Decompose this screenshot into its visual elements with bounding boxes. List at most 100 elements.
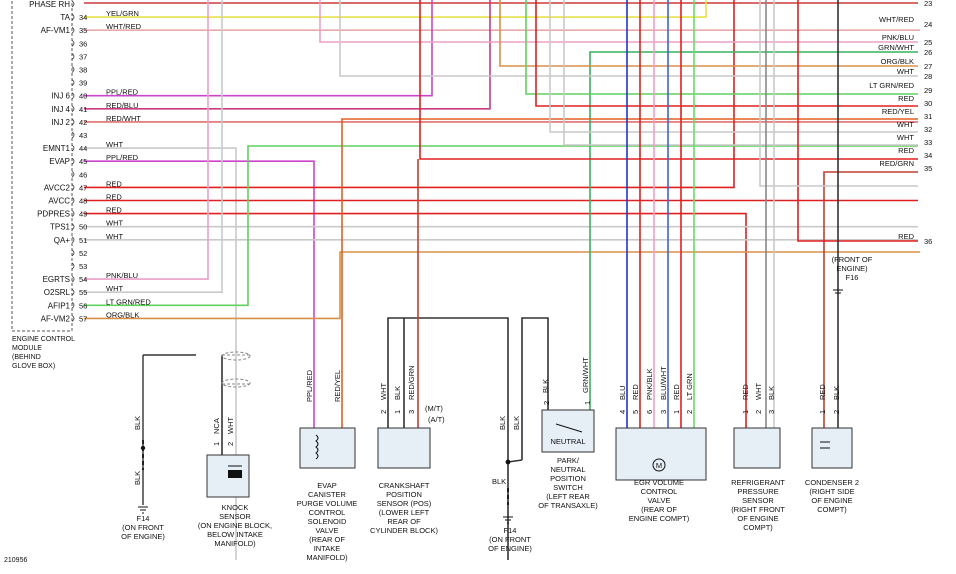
ecm-pin-name: O2SRL bbox=[44, 288, 71, 297]
evap-wire: PPL/RED bbox=[305, 369, 314, 402]
pin-terminal bbox=[71, 157, 75, 165]
crank-box bbox=[377, 427, 431, 469]
g2-wire: BLK bbox=[498, 416, 507, 430]
refrig-wire: RED bbox=[741, 384, 750, 400]
switch-icon bbox=[555, 423, 583, 433]
right-row-number: 34 bbox=[924, 151, 932, 160]
ecm-pin-name: QA+ bbox=[54, 236, 71, 245]
cond-ref: F16 bbox=[846, 273, 859, 282]
right-row-number: 27 bbox=[924, 62, 932, 71]
ecm-pin-name: AVCC bbox=[48, 197, 70, 206]
ecm-wire-label: RED bbox=[106, 179, 122, 188]
wire-row27 bbox=[499, 0, 918, 67]
g1-caption: (ON FRONT bbox=[122, 523, 164, 532]
cond-caption: CONDENSER 2 bbox=[805, 478, 859, 487]
ecm-pin-number: 35 bbox=[79, 26, 87, 35]
ecm-wire-label: WHT bbox=[106, 219, 123, 228]
right-row-wire-label: RED bbox=[898, 94, 914, 103]
pin-terminal bbox=[71, 223, 75, 231]
egr-pin: 5 bbox=[631, 410, 640, 414]
ecm-pin-number: 54 bbox=[79, 275, 87, 284]
cond-pin: 2 bbox=[832, 410, 841, 414]
cond-caption: COMPT) bbox=[817, 505, 847, 514]
right-wire-labels: 2324WHT/RED25PNK/BLU26GRN/WHT27ORG/BLK28… bbox=[869, 0, 932, 246]
wire-afip1 bbox=[84, 145, 918, 307]
park-box bbox=[541, 409, 595, 453]
g1-caption: OF ENGINE) bbox=[121, 532, 165, 541]
right-row-number: 31 bbox=[924, 112, 932, 121]
egr-wire: RED bbox=[672, 384, 681, 400]
ecm-pin-name: TA bbox=[60, 13, 70, 22]
refrig-wire: WHT bbox=[754, 383, 763, 400]
wire-avcc2 bbox=[84, 0, 735, 189]
ecm-wire-label: ORG/BLK bbox=[106, 310, 139, 319]
g1-ref: F14 bbox=[137, 514, 150, 523]
right-row-number: 35 bbox=[924, 164, 932, 173]
ecm-pin-number: 34 bbox=[79, 13, 87, 22]
ecm-title-1: ENGINE CONTROL bbox=[12, 336, 75, 343]
egr-wire: PNK/BLK bbox=[645, 368, 654, 400]
egr-pin: 6 bbox=[645, 410, 654, 414]
ecm-pin-name: EMNT1 bbox=[43, 144, 71, 153]
knock-element-icon bbox=[228, 470, 242, 478]
ecm-pin-name: AF-VM1 bbox=[41, 26, 71, 35]
refrig-caption: REFRIGERANT bbox=[731, 478, 785, 487]
wire-inj6 bbox=[84, 0, 433, 97]
ecm-pin-name: INJ 6 bbox=[51, 92, 70, 101]
ecm-pin-number: 47 bbox=[79, 183, 87, 192]
ecm-wire-label: YEL/GRN bbox=[106, 9, 139, 18]
right-row-number: 30 bbox=[924, 99, 932, 108]
ecm-pin-number: 38 bbox=[79, 66, 87, 75]
park-caption: OF TRANSAXLE) bbox=[538, 501, 598, 510]
pin-terminal bbox=[71, 197, 75, 204]
wire-crank-blk bbox=[387, 317, 509, 560]
pin-terminal bbox=[71, 262, 75, 270]
ecm-wire-label: RED/WHT bbox=[106, 114, 141, 123]
refrig-caption: PRESSURE bbox=[737, 487, 778, 496]
right-row-number: 28 bbox=[924, 72, 932, 81]
wire-pdpres bbox=[84, 212, 747, 428]
refrig-pin: 2 bbox=[754, 410, 763, 414]
right-row-wire-label: GRN/WHT bbox=[878, 43, 914, 52]
wire-row26 bbox=[589, 51, 918, 428]
ecm-wire-label: RED bbox=[106, 206, 122, 215]
refrig-box bbox=[733, 427, 781, 469]
pin-terminal bbox=[71, 79, 75, 86]
park-caption: (LEFT REAR bbox=[546, 492, 590, 501]
knock-caption: BELOW INTAKE bbox=[207, 530, 263, 539]
wire-evap bbox=[84, 160, 315, 428]
cond-ref: (FRONT OF bbox=[832, 255, 873, 264]
wire-row30 bbox=[535, 0, 918, 107]
evap-caption: CANISTER bbox=[308, 490, 347, 499]
g1-wire2: BLK bbox=[133, 471, 142, 485]
knock-pin: 1 bbox=[212, 442, 221, 446]
pin-terminal bbox=[71, 275, 75, 283]
ecm-wire-label: WHT bbox=[106, 232, 123, 241]
g2-caption: (ON FRONT bbox=[489, 535, 531, 544]
wire-egrts bbox=[84, 0, 209, 280]
refrig-caption: SENSOR bbox=[742, 496, 774, 505]
evap-wire: RED/YEL bbox=[333, 370, 342, 402]
crank-pin: 2 bbox=[379, 410, 388, 414]
pin-terminal bbox=[71, 210, 75, 217]
pin-terminal bbox=[71, 144, 75, 152]
wire-row32 bbox=[549, 0, 918, 133]
ground-icon bbox=[503, 516, 513, 524]
wire-layer bbox=[84, 0, 920, 560]
knock-caption: KNOCK bbox=[222, 503, 249, 512]
shield-top bbox=[221, 351, 251, 361]
right-row-wire-label: RED bbox=[898, 146, 914, 155]
egr-wire: LT GRN bbox=[685, 373, 694, 400]
ecm-wire-label: WHT bbox=[106, 140, 123, 149]
ecm-pin-number: 45 bbox=[79, 157, 87, 166]
egr-pin: 1 bbox=[672, 410, 681, 414]
refrig-caption: OF ENGINE bbox=[737, 514, 778, 523]
ecm-title-3: (BEHIND bbox=[12, 354, 41, 361]
park-caption: SWITCH bbox=[553, 483, 583, 492]
knock-caption: MANIFOLD) bbox=[214, 539, 256, 548]
wire-row29 bbox=[525, 0, 918, 95]
right-row-wire-label: WHT bbox=[897, 67, 914, 76]
g2-caption: OF ENGINE) bbox=[488, 544, 532, 553]
crank-wire: WHT bbox=[379, 383, 388, 400]
